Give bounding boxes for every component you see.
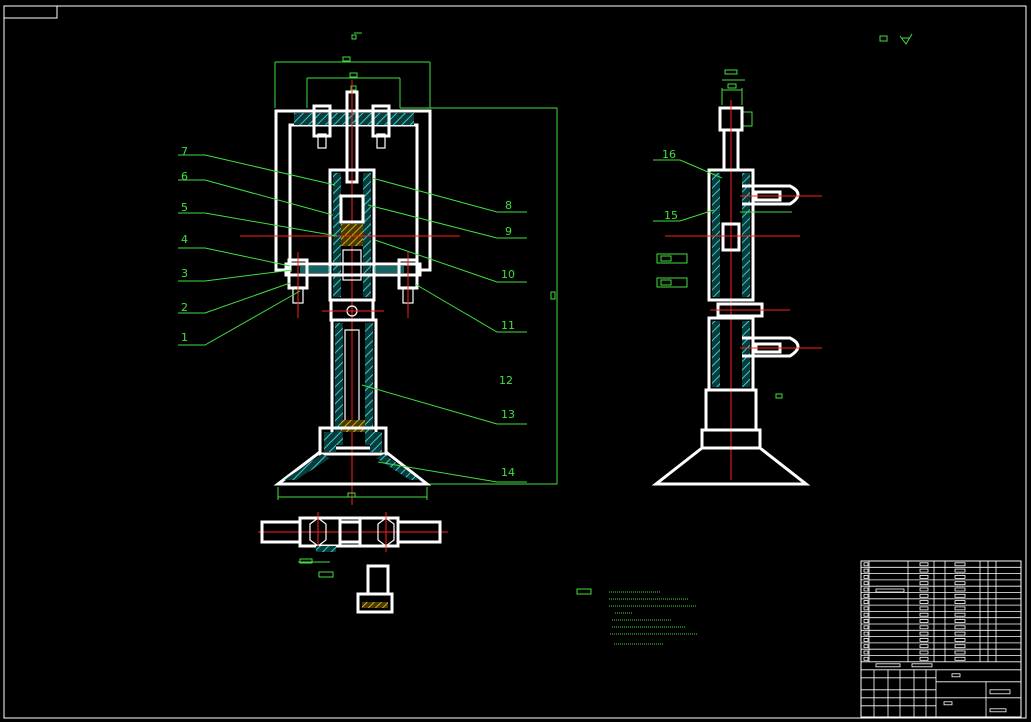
title-block-cell-glyph — [954, 631, 966, 636]
leader-lines — [178, 154, 527, 483]
title-block-cell-glyph — [863, 612, 869, 617]
title-block-cell-glyph — [954, 625, 966, 630]
part-number-label: 15 — [664, 209, 678, 222]
part-number-label: 2 — [181, 301, 188, 314]
title-block-cell-glyph — [863, 631, 869, 636]
title-block-cell-glyph — [954, 600, 966, 604]
title-block-cell-glyph — [875, 663, 901, 668]
part-number-label: 1 — [181, 331, 188, 344]
title-block-cell-glyph — [951, 673, 961, 678]
title-block-cell-glyph — [954, 581, 966, 586]
title-block-cell-glyph — [863, 638, 869, 642]
title-block-cell-glyph — [911, 663, 933, 668]
title-block-cell-glyph — [954, 619, 966, 623]
title-block-cell-glyph — [919, 619, 929, 623]
title-block-cell-glyph — [954, 638, 966, 642]
title-block-cell-glyph — [919, 581, 929, 586]
title-block-cell-glyph — [954, 587, 966, 592]
title-block-cell-glyph — [863, 656, 869, 661]
title-block-cell-glyph — [989, 708, 1007, 713]
title-block-cell-glyph — [863, 593, 869, 598]
part-number-label: 3 — [181, 267, 188, 280]
title-block-cell-glyph — [863, 562, 869, 567]
title-block-cell-glyph — [863, 606, 869, 611]
title-block-cell-glyph — [863, 587, 869, 592]
title-block-cell-glyph — [919, 650, 929, 655]
title-block-cell-glyph — [954, 575, 966, 579]
part-number-label: 8 — [505, 199, 512, 212]
technical-notes — [576, 588, 698, 645]
part-number-label: 5 — [181, 201, 188, 214]
title-block-cell-glyph — [954, 593, 966, 598]
part-number-label: 13 — [501, 408, 515, 421]
title-block-cell-glyph — [863, 575, 869, 579]
title-block-cell-glyph — [919, 575, 929, 579]
title-block-cell-glyph — [989, 689, 1011, 695]
title-block-cell-glyph — [919, 631, 929, 636]
title-block-cell-glyph — [919, 562, 929, 567]
title-block-cell-glyph — [919, 656, 929, 661]
title-block-cell-glyph — [943, 701, 953, 706]
title-block-cell-glyph — [919, 638, 929, 642]
part-number-label: 9 — [505, 225, 512, 238]
title-block-cell-glyph — [919, 612, 929, 617]
title-block-cell-glyph — [919, 606, 929, 611]
part-number-label: 4 — [181, 233, 188, 246]
title-block-cell-glyph — [954, 612, 966, 617]
title-block-cell-glyph — [919, 568, 929, 573]
title-block-cell-glyph — [919, 644, 929, 649]
drawing-frame — [3, 5, 1027, 719]
part-number-label: 12 — [499, 374, 513, 387]
title-block — [860, 560, 1022, 718]
part-number-label: 10 — [501, 268, 515, 281]
corner-tag-box — [3, 5, 58, 19]
plan-view — [258, 512, 448, 614]
title-block-cell-glyph — [954, 644, 966, 649]
title-block-cell-glyph — [863, 650, 869, 655]
title-block-cell-glyph — [863, 619, 869, 623]
part-number-label: 16 — [662, 148, 676, 161]
title-block-cell-glyph — [954, 656, 966, 661]
title-block-cell-glyph — [919, 587, 929, 592]
title-block-cell-glyph — [863, 644, 869, 649]
title-block-cell-glyph — [919, 625, 929, 630]
title-block-cell-glyph — [875, 588, 905, 593]
title-block-cell-glyph — [954, 606, 966, 611]
title-block-cell-glyph — [863, 581, 869, 586]
part-number-label: 7 — [181, 145, 188, 158]
part-number-label: 14 — [501, 466, 515, 479]
title-block-cell-glyph — [863, 625, 869, 630]
front-view: 7 6 5 4 3 2 1 8 9 10 11 12 13 14 — [178, 32, 558, 505]
part-number-label: 6 — [181, 170, 188, 183]
side-view: 16 15 — [651, 33, 913, 486]
title-block-cell-glyph — [863, 568, 869, 573]
part-number-label: 11 — [501, 319, 515, 332]
title-block-cell-glyph — [954, 568, 966, 573]
title-block-cell-glyph — [863, 600, 869, 604]
title-block-cell-glyph — [919, 593, 929, 598]
title-block-cell-glyph — [954, 650, 966, 655]
title-block-cell-glyph — [954, 562, 966, 567]
title-block-cell-glyph — [919, 600, 929, 604]
